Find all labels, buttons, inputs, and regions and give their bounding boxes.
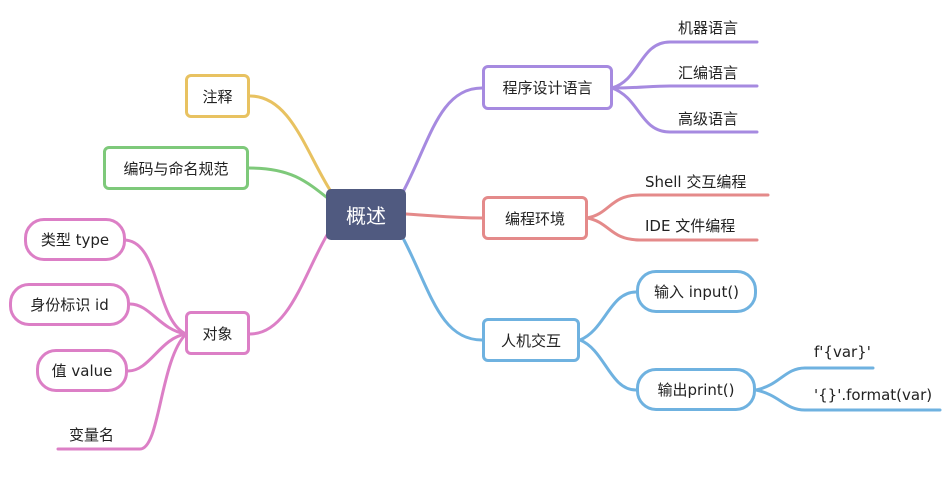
connector-comment [248, 94, 332, 192]
connector-output-fstring [754, 366, 875, 392]
leaf-fstring[interactable]: f'{var}' [814, 343, 871, 361]
connector-object-id [128, 302, 188, 336]
connector-hci-output [578, 338, 638, 392]
connector-language-asm [610, 84, 759, 90]
connector-language-machine [610, 40, 759, 90]
connector-object-value [126, 332, 188, 373]
node-object-type[interactable]: 类型 type [24, 218, 126, 261]
leaf-shell-interactive[interactable]: Shell 交互编程 [645, 173, 747, 191]
node-object-id[interactable]: 身份标识 id [9, 283, 130, 326]
connector-language-high [610, 86, 759, 134]
connector-object [248, 228, 332, 336]
connector-hci [402, 238, 484, 342]
leaf-object-varname[interactable]: 变量名 [69, 426, 115, 444]
connector-env [404, 212, 484, 220]
node-output[interactable]: 输出print() [636, 368, 756, 411]
connector-object-varname [56, 332, 188, 451]
node-object-value[interactable]: 值 value [36, 349, 128, 392]
node-programming-env[interactable]: 编程环境 [482, 196, 588, 240]
center-node[interactable]: 概述 [326, 189, 406, 240]
connector-env-ide [585, 216, 759, 242]
leaf-assembly-language[interactable]: 汇编语言 [678, 64, 739, 82]
leaf-machine-language[interactable]: 机器语言 [678, 19, 739, 37]
leaf-ide-file[interactable]: IDE 文件编程 [645, 217, 736, 235]
node-hci[interactable]: 人机交互 [482, 318, 580, 362]
node-input[interactable]: 输入 input() [636, 270, 757, 313]
connector-env-shell [585, 193, 770, 220]
connector-language [402, 86, 484, 192]
connector-coding [247, 166, 332, 202]
connector-object-type [122, 238, 188, 336]
node-object[interactable]: 对象 [185, 311, 250, 355]
connector-output-format [754, 388, 942, 412]
node-programming-language[interactable]: 程序设计语言 [482, 65, 613, 110]
node-coding-naming[interactable]: 编码与命名规范 [103, 146, 249, 190]
leaf-str-format[interactable]: '{}'.format(var) [814, 386, 933, 404]
connector-hci-input [578, 290, 638, 342]
node-comment[interactable]: 注释 [185, 74, 250, 118]
leaf-high-level-language[interactable]: 高级语言 [678, 110, 739, 128]
